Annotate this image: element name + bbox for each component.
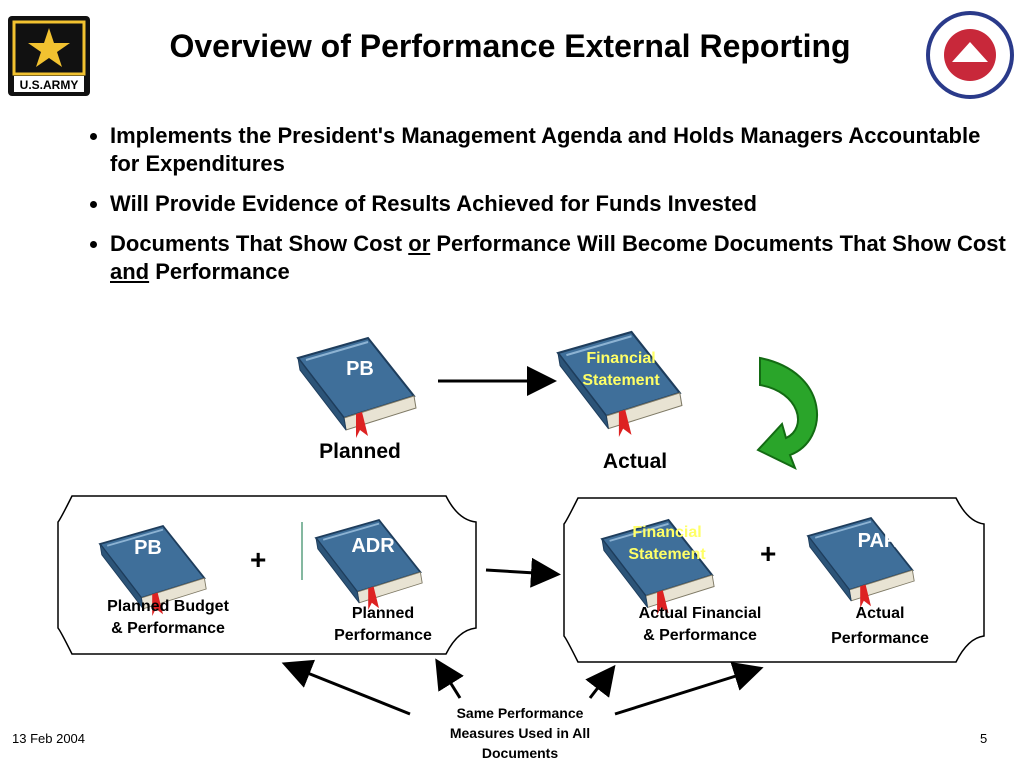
pointer-arrow-icon — [585, 664, 616, 699]
plus-sign: + — [250, 544, 267, 575]
page-title: Overview of Performance External Reporti… — [169, 28, 851, 64]
pointer-arrow-icon — [435, 658, 464, 699]
planned-budget-caption: Planned Budget & Performance — [107, 598, 229, 637]
bullet-item: Implements the President's Management Ag… — [110, 122, 1010, 178]
bullet-item: Will Provide Evidence of Results Achieve… — [110, 190, 1010, 218]
actual-financial-caption: Actual Financial & Performance — [638, 605, 762, 644]
bullet-list: Implements the President's Management Ag… — [84, 122, 1010, 298]
curved-arrow-icon — [756, 356, 819, 471]
book-icon — [556, 330, 683, 439]
bullet-item: Documents That Show Cost or Performance … — [110, 230, 1010, 286]
actual-label: Actual — [602, 450, 668, 473]
pointer-arrow-icon — [281, 659, 411, 716]
book-icon — [297, 337, 417, 439]
same-measures-caption: Same Performance Measures Used in All Do… — [449, 705, 591, 761]
assistant-secretary-seal — [926, 11, 1014, 99]
planned-performance-caption: Planned Performance — [334, 605, 432, 644]
pointer-arrow-icon — [614, 661, 764, 716]
plus-sign: + — [760, 538, 777, 569]
army-logo — [8, 16, 90, 96]
planned-label: Planned — [319, 440, 401, 463]
actual-performance-caption: Actual Performance — [831, 605, 929, 647]
flow-arrow-icon — [485, 557, 561, 588]
page-number: 5 — [980, 731, 988, 746]
army-logo-text: U.S.ARMY — [20, 78, 79, 92]
footer-date: 13 Feb 2004 — [12, 731, 86, 746]
